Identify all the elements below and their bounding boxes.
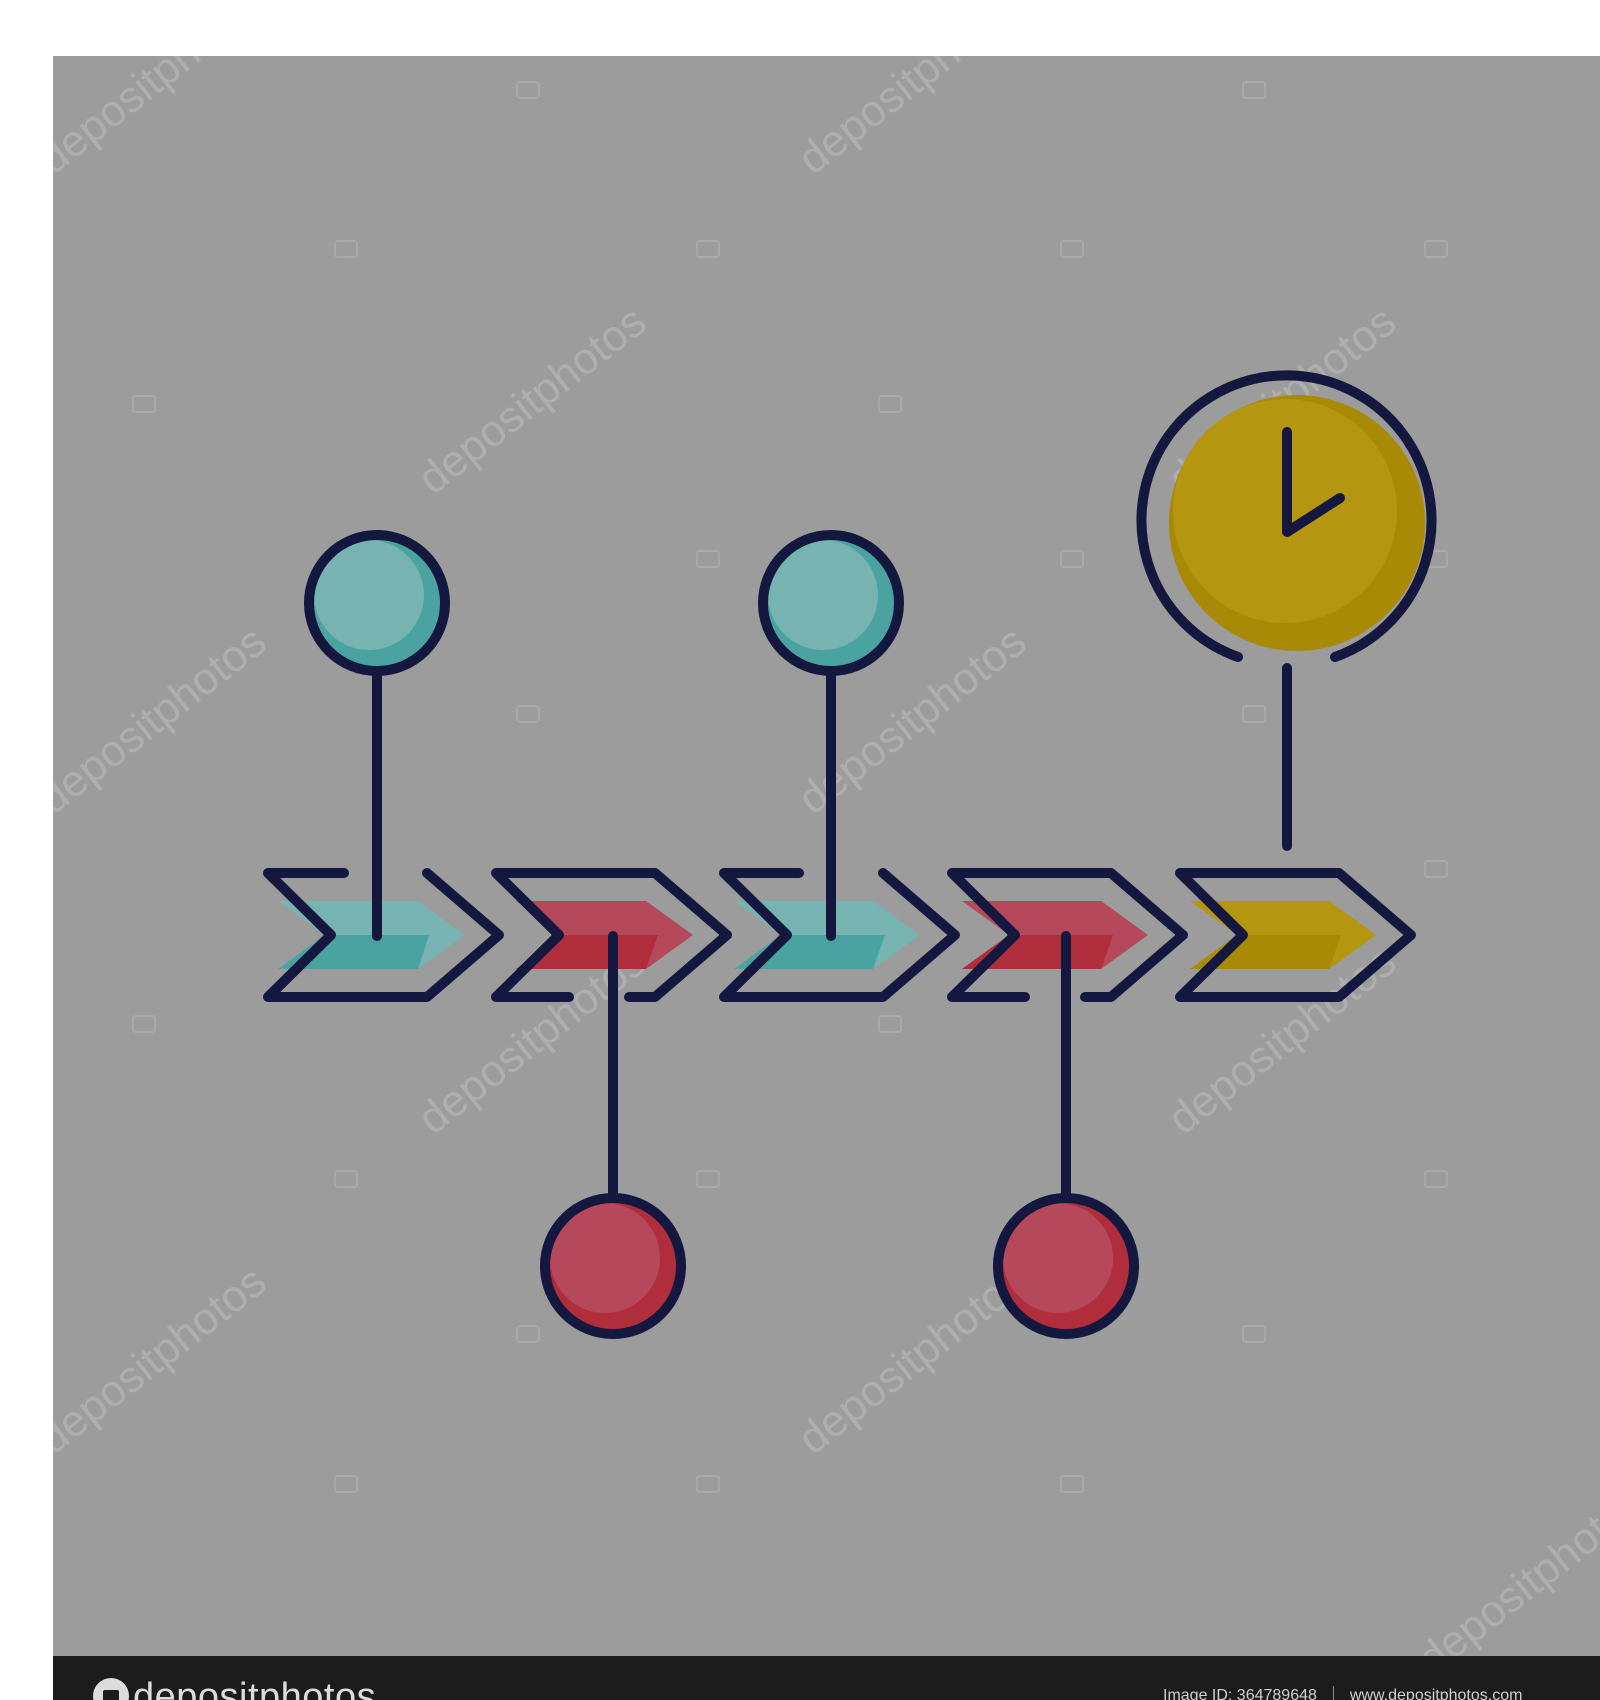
watermark: depositphotos	[409, 297, 655, 504]
watermark: depositphotos	[1409, 1477, 1600, 1656]
brand-logo: depositphotos	[93, 1678, 376, 1700]
watermark: depositphotos	[789, 56, 1035, 184]
watermark-camera-icons	[132, 81, 1448, 1493]
chevron-arrow-teal	[719, 868, 960, 1002]
brand-name: depositphotos	[133, 1676, 377, 1700]
watermark: depositphotos	[53, 56, 275, 184]
milestone-circle-teal	[758, 530, 904, 676]
image-id: Image ID: 364789648	[1163, 1687, 1317, 1700]
watermark: depositphotos	[53, 1257, 275, 1464]
chevron-arrow-red	[491, 868, 732, 1002]
milestone-circle-red	[540, 1193, 686, 1339]
site-url: www.depositphotos.com	[1349, 1687, 1523, 1700]
image-meta: Image ID: 364789648 www.depositphotos.co…	[1163, 1686, 1522, 1700]
milestone-circle-red	[993, 1193, 1139, 1339]
timeline-illustration: depositphotos depositphotos depositphoto…	[53, 56, 1600, 1656]
chevron-arrow-teal	[263, 868, 504, 1002]
clock-icon	[1136, 370, 1437, 662]
milestone-circle-teal	[304, 530, 450, 676]
timeline-diagram: depositphotos depositphotos depositphoto…	[53, 56, 1600, 1656]
camera-icon	[93, 1678, 129, 1700]
watermark: depositphotos	[53, 617, 275, 824]
divider	[1332, 1686, 1334, 1700]
chevron-arrow-red	[947, 868, 1188, 1002]
chevron-arrow-yellow	[1175, 868, 1416, 1002]
watermark-footer: depositphotos Image ID: 364789648 www.de…	[53, 1656, 1600, 1700]
connector-lines	[372, 663, 1292, 1198]
